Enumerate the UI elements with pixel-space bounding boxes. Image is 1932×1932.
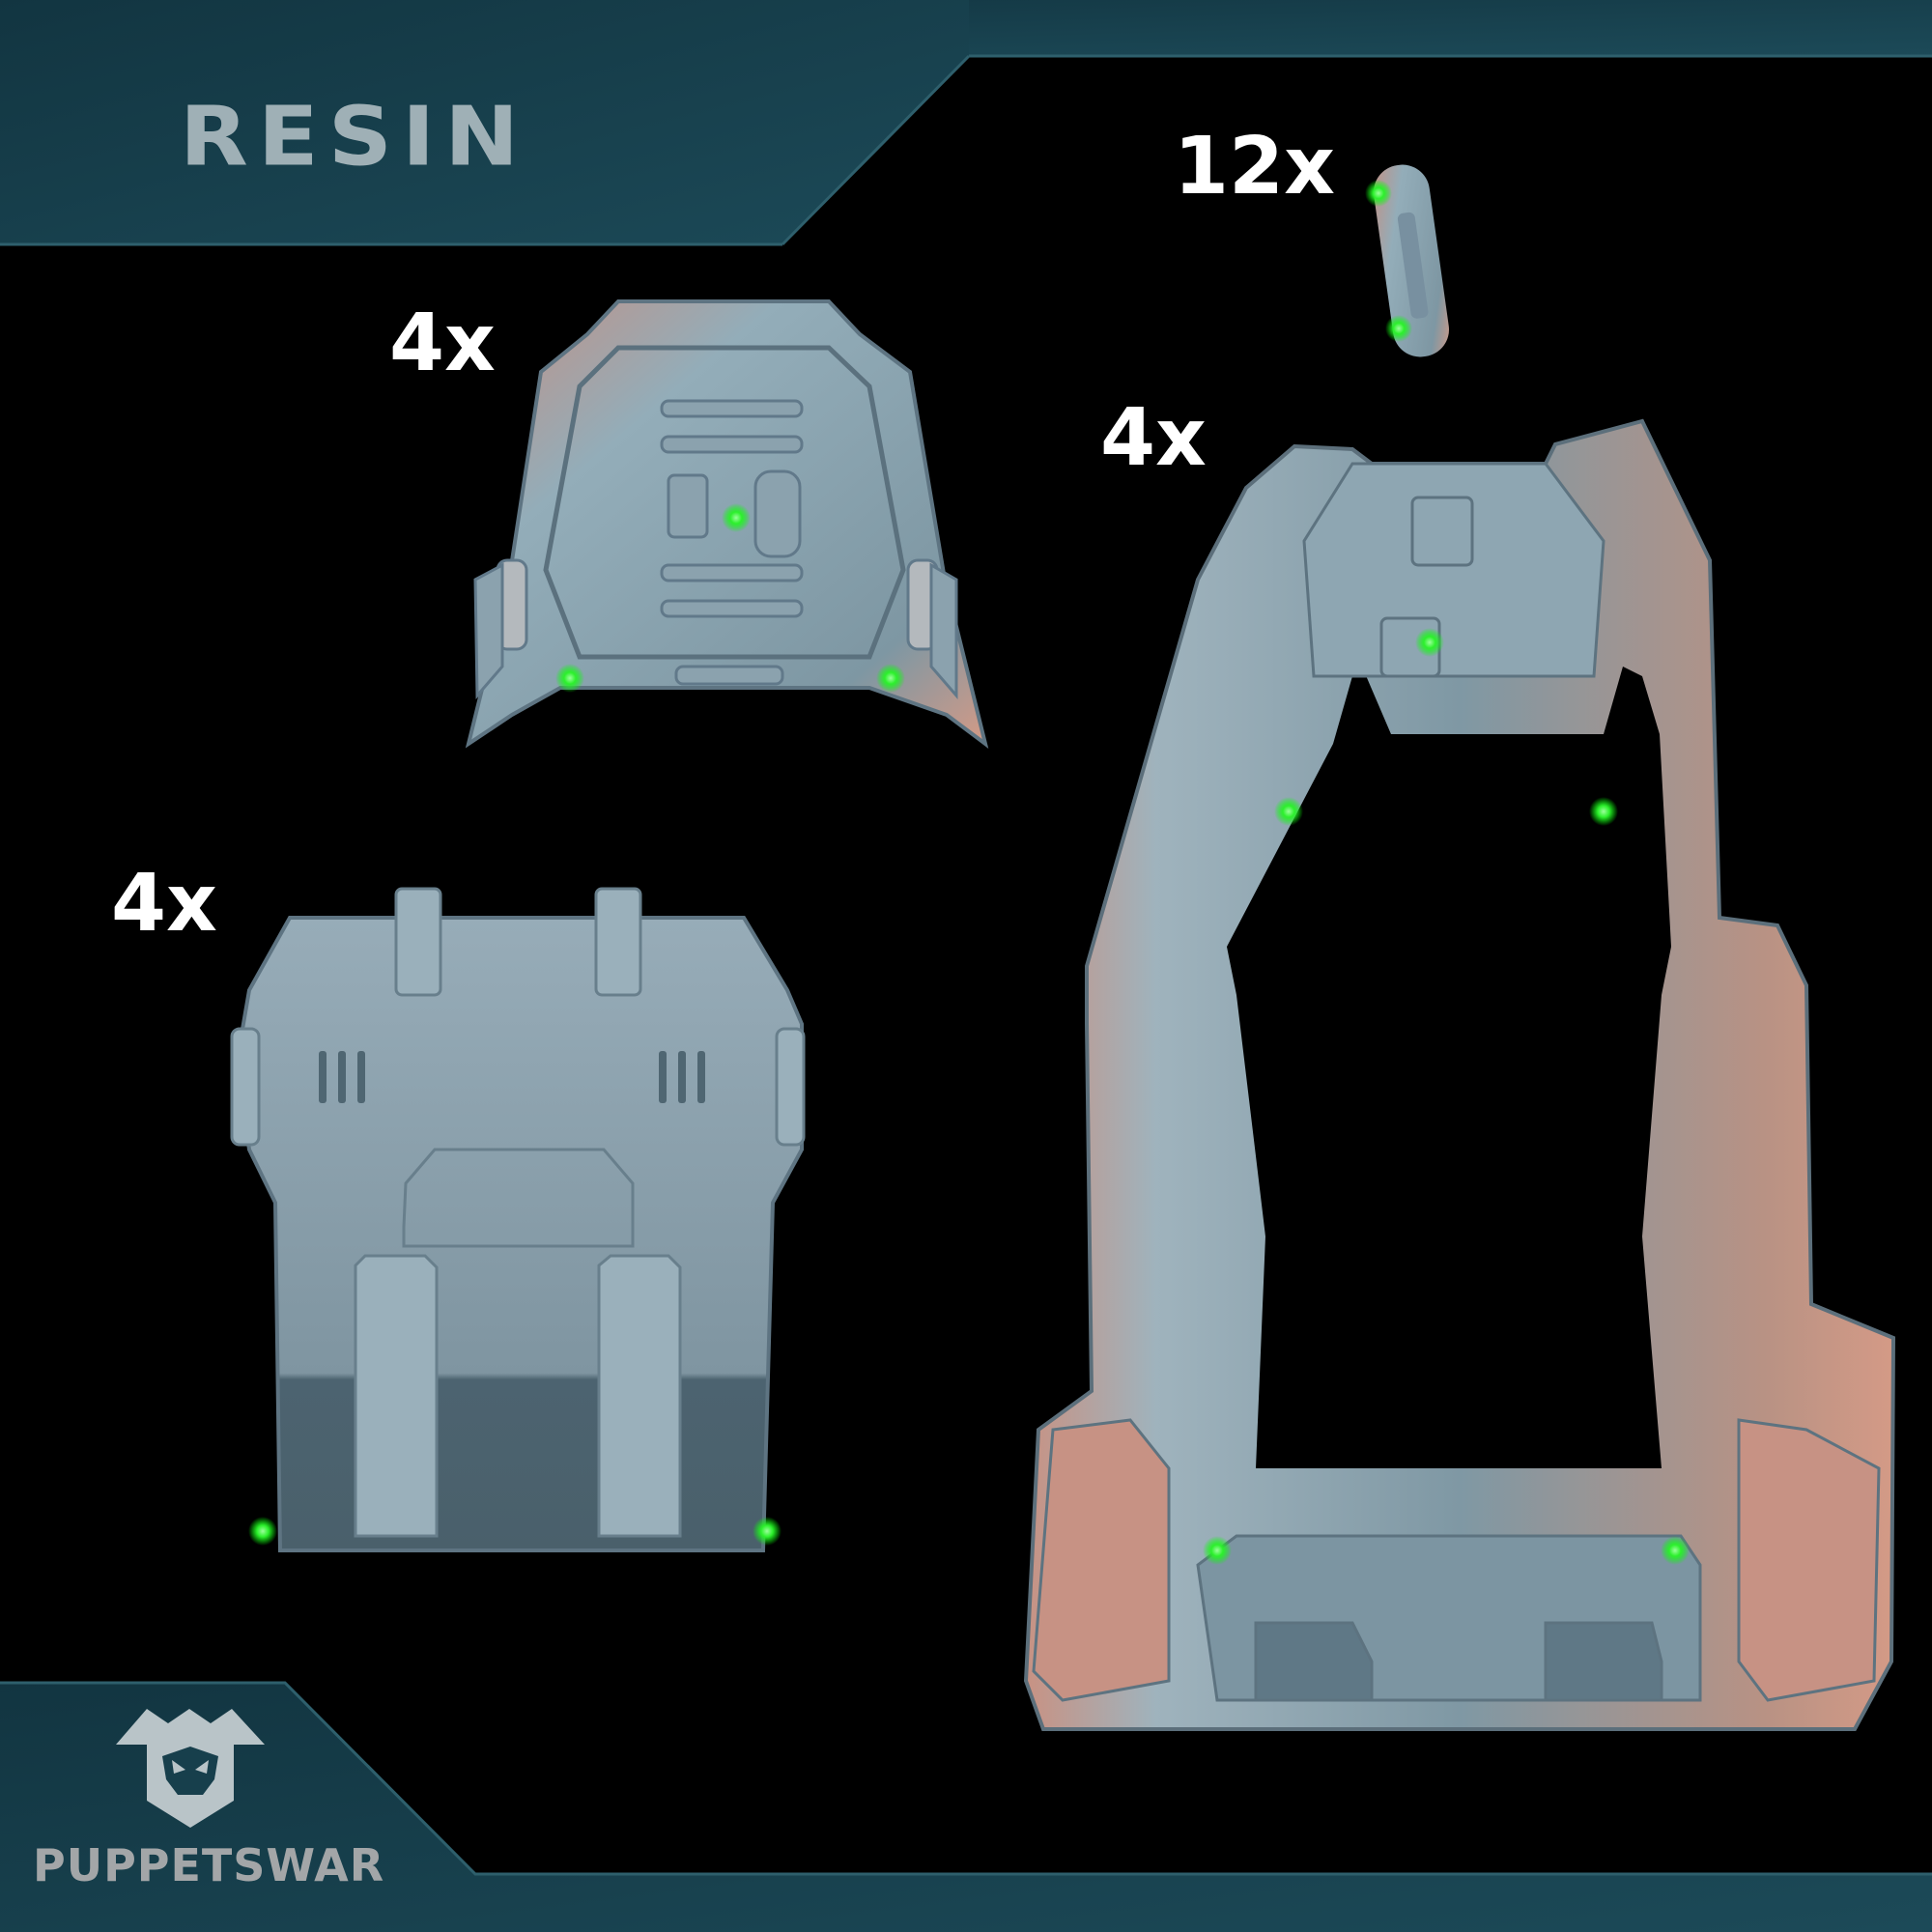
bottom-banner [0,1681,1932,1932]
top-banner [0,0,1932,246]
roof-panel-part [465,299,989,749]
banner-title: RESIN [180,89,529,185]
door-arch-part [1023,418,1896,1731]
puppetswar-logo-icon [116,1709,265,1828]
brand-name: PUPPETSWAR [33,1839,385,1891]
roof-panel-quantity-label: 4x [389,298,496,389]
wall-plate-part [230,887,806,1552]
wall-plate-quantity-label: 4x [111,858,217,950]
connector-quantity-label: 12x [1174,121,1336,213]
door-arch-quantity-label: 4x [1100,392,1207,484]
connector-part [1365,164,1450,357]
